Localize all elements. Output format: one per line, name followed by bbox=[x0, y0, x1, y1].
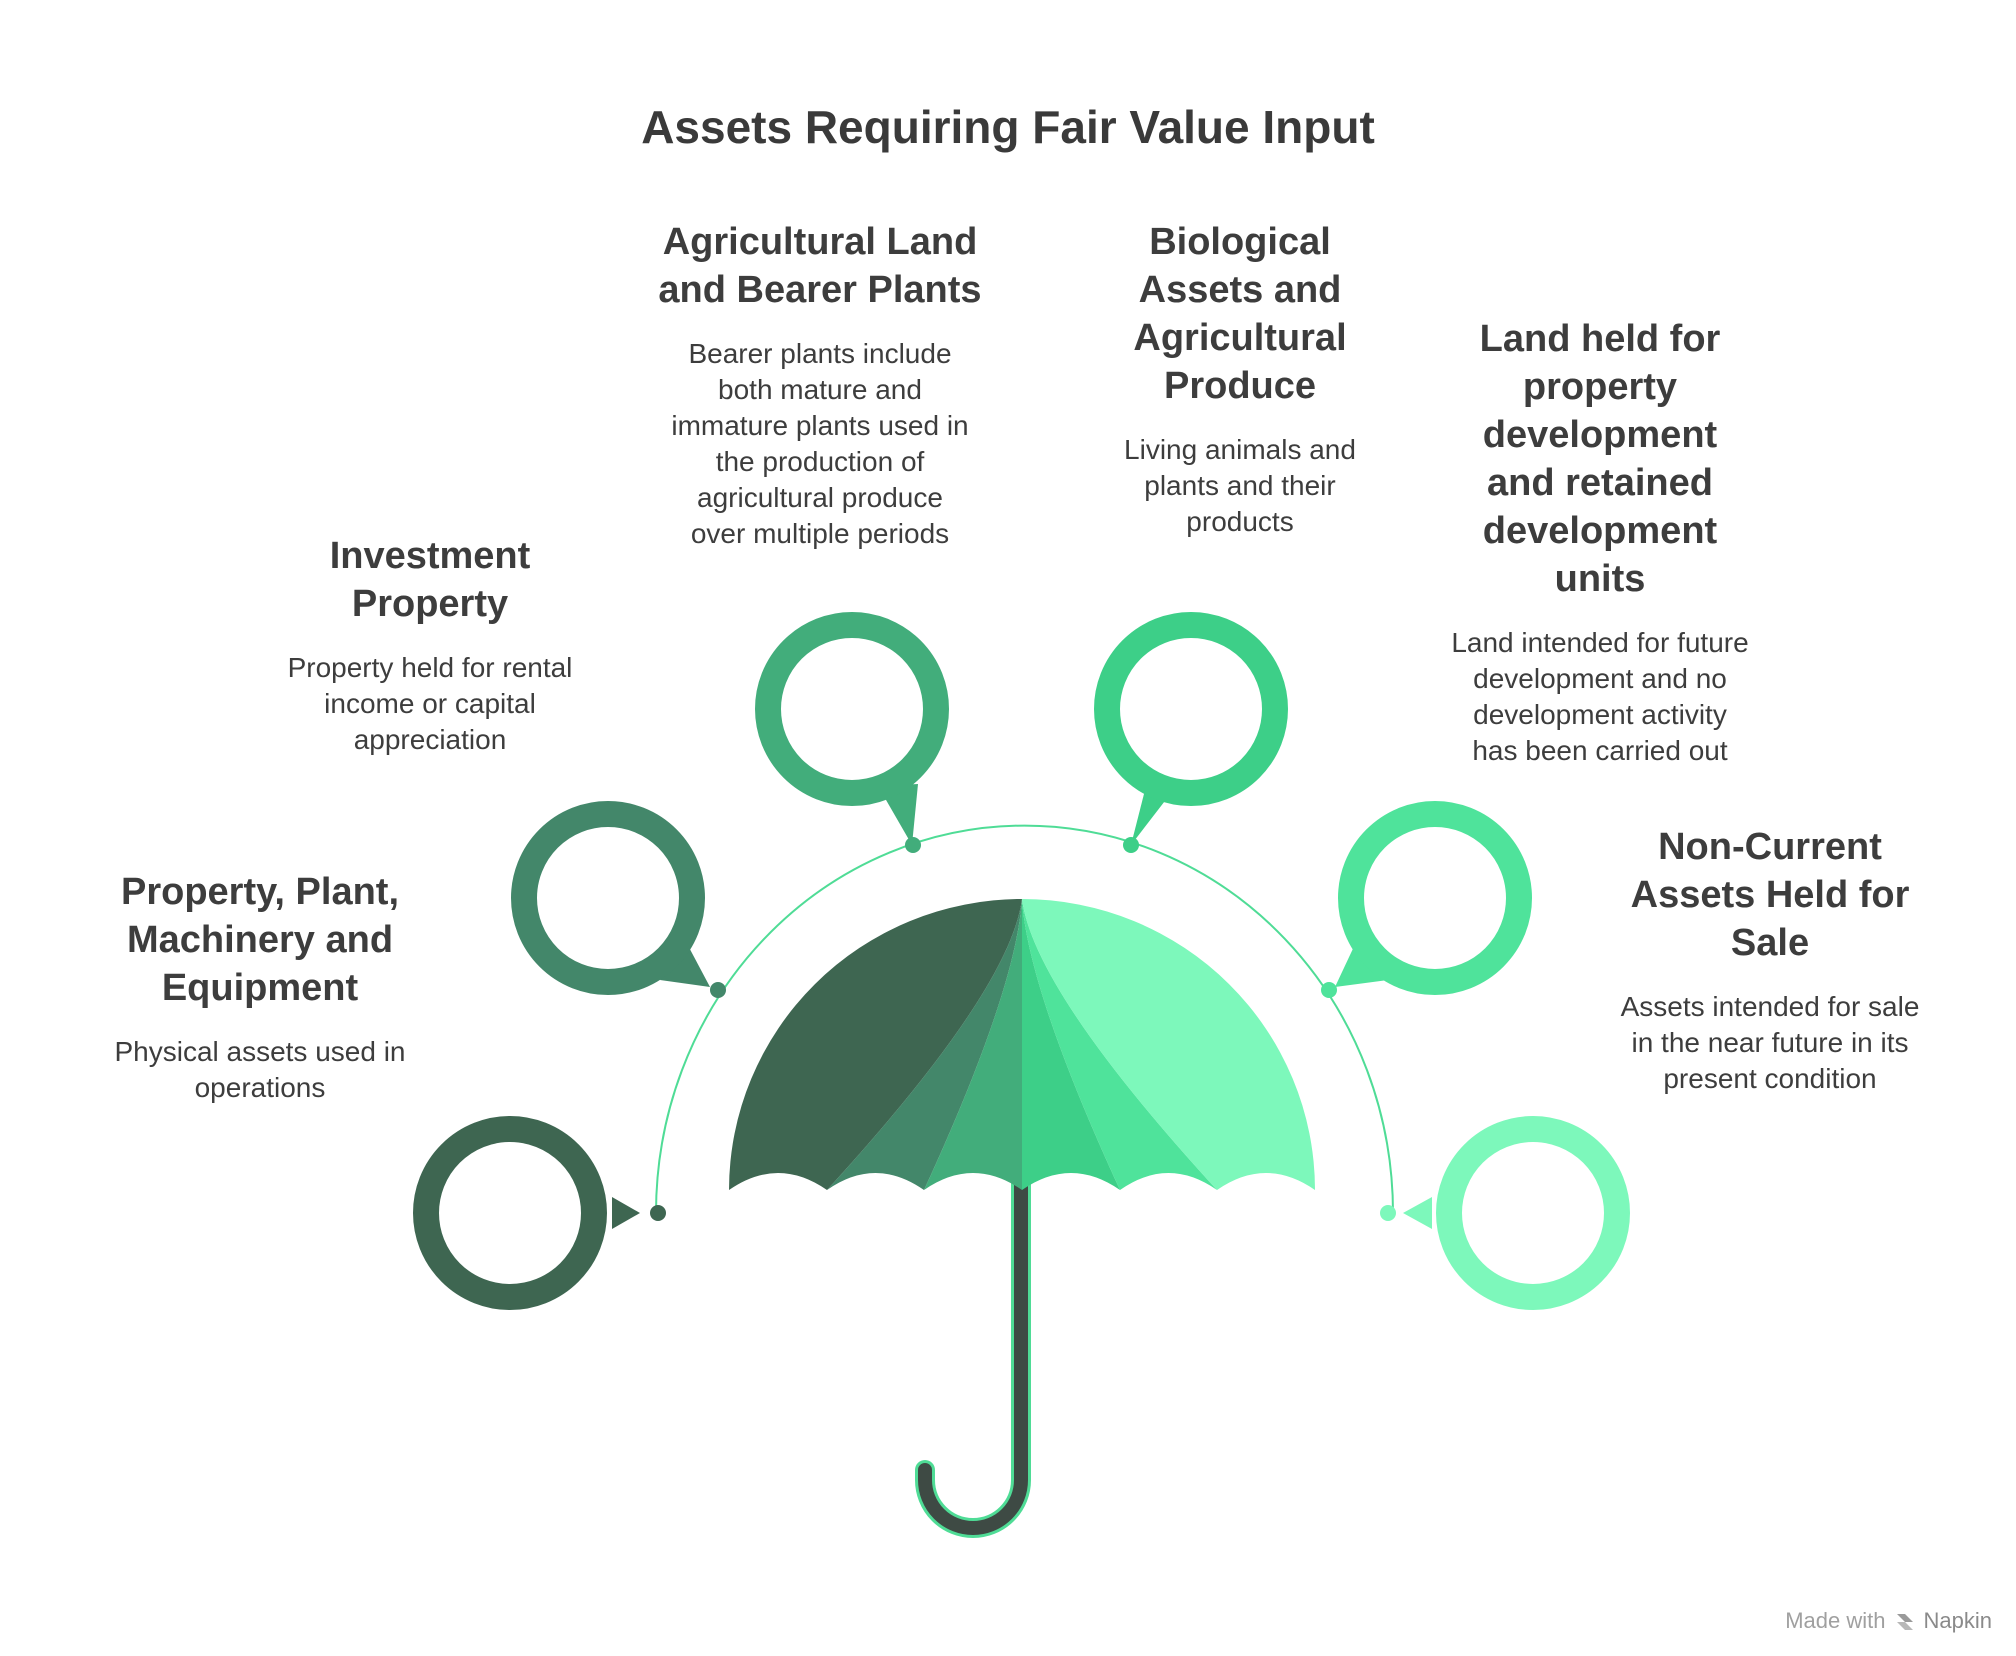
item-4-heading: Biological Assets and Agricultural Produ… bbox=[1133, 221, 1347, 407]
item-6-heading: Non-Current Assets Held for Sale bbox=[1630, 826, 1910, 964]
bubble-tail-6 bbox=[1403, 1197, 1432, 1229]
umbrella-panel-6 bbox=[1022, 899, 1315, 1190]
napkin-brand: Napkin bbox=[1923, 1608, 1992, 1633]
umbrella-panel-3 bbox=[924, 899, 1022, 1190]
umbrella-panel-2 bbox=[827, 899, 1022, 1190]
umbrella-panel-4 bbox=[1022, 899, 1120, 1190]
item-5-block: Land held for property development and r… bbox=[1410, 315, 1790, 769]
item-3-block: Agricultural Land and Bearer Plants Bear… bbox=[630, 218, 1010, 552]
arc-dot-6 bbox=[1380, 1205, 1396, 1221]
arc-dot-1 bbox=[650, 1205, 666, 1221]
item-3-heading: Agricultural Land and Bearer Plants bbox=[658, 221, 982, 311]
bubble-ring-1 bbox=[413, 1116, 607, 1310]
bubble-tail-3 bbox=[878, 784, 918, 845]
item-5-heading: Land held for property development and r… bbox=[1479, 318, 1721, 600]
umbrella-panel-5 bbox=[1022, 899, 1217, 1190]
made-with-label: Made with bbox=[1785, 1608, 1886, 1633]
diagram-title: Assets Requiring Fair Value Input bbox=[641, 101, 1375, 153]
bubble-ring-3 bbox=[755, 612, 949, 806]
item-6-block: Non-Current Assets Held for Sale Assets … bbox=[1580, 823, 1960, 1097]
bubble-ring-4 bbox=[1094, 612, 1288, 806]
item-2-description: Property held for rental income or capit… bbox=[287, 652, 573, 755]
umbrella-handle bbox=[918, 1173, 1028, 1535]
item-3-description: Bearer plants include both mature and im… bbox=[671, 338, 969, 549]
item-1-block: Property, Plant, Machinery and Equipment… bbox=[70, 868, 450, 1106]
item-6-description: Assets intended for sale in the near fut… bbox=[1620, 991, 1920, 1094]
connector-arc bbox=[655, 824, 1394, 1214]
item-4-block: Biological Assets and Agricultural Produ… bbox=[1070, 218, 1410, 540]
umbrella-handle-outline bbox=[915, 1170, 1031, 1538]
item-2-heading: Investment Property bbox=[329, 535, 531, 625]
item-1-heading: Property, Plant, Machinery and Equipment bbox=[120, 871, 400, 1009]
bubble-ring-2 bbox=[511, 801, 705, 995]
bubble-ring-6 bbox=[1436, 1116, 1630, 1310]
arc-dot-4 bbox=[1123, 837, 1139, 853]
bubble-tail-1 bbox=[612, 1197, 640, 1229]
umbrella-panel-1 bbox=[729, 899, 1022, 1190]
item-2-block: Investment Property Property held for re… bbox=[240, 532, 620, 758]
napkin-logo-icon bbox=[1896, 1614, 1913, 1630]
arc-dot-3 bbox=[905, 837, 921, 853]
arc-dot-2 bbox=[710, 982, 726, 998]
footer-credit: Made with Napkin bbox=[1785, 1608, 1992, 1634]
bubble-ring-5 bbox=[1338, 801, 1532, 995]
bubble-tail-2 bbox=[660, 938, 710, 987]
arc-dot-5 bbox=[1321, 982, 1337, 998]
item-4-description: Living animals and plants and their prod… bbox=[1124, 434, 1356, 537]
item-1-description: Physical assets used in operations bbox=[114, 1036, 406, 1103]
item-5-description: Land intended for future development and… bbox=[1451, 627, 1749, 766]
bubble-tail-5 bbox=[1335, 938, 1388, 987]
